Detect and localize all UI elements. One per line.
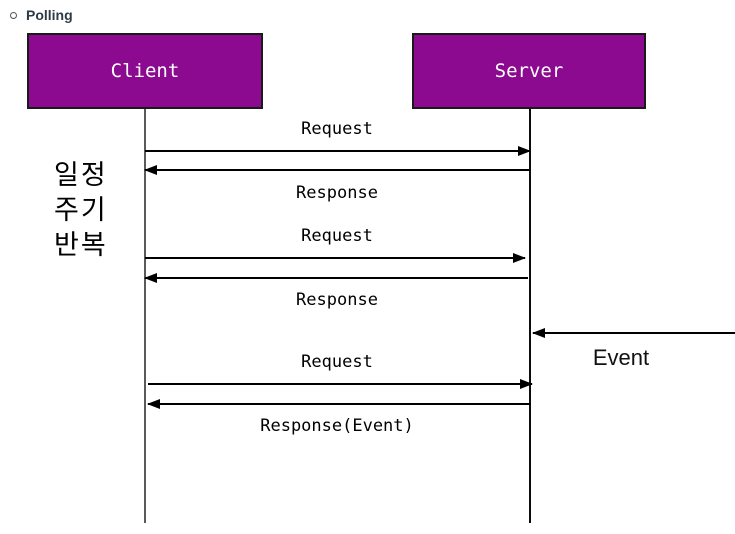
message-label-response-2: Response — [296, 290, 378, 310]
message-label-request-2: Request — [301, 226, 373, 246]
annotation-line-3: 반복 — [54, 230, 108, 260]
response-arrow-2 — [144, 273, 528, 283]
request-arrow-3 — [148, 379, 533, 389]
bullet-circle-icon — [10, 11, 17, 19]
actor-label-server: Server — [494, 60, 564, 82]
client-lifeline — [144, 109, 146, 523]
actor-box-server: Server — [412, 33, 646, 109]
message-label-request-1: Request — [301, 119, 373, 139]
response-arrow-3 — [147, 399, 531, 409]
actor-box-client: Client — [27, 33, 263, 109]
request-arrow-1 — [145, 146, 531, 156]
section-header: Polling — [10, 7, 73, 23]
annotation-line-2: 주기 — [54, 195, 108, 225]
response-arrow-1 — [144, 165, 529, 175]
message-label-response-1: Response — [296, 183, 378, 203]
event-label: Event — [592, 345, 650, 370]
polling-cycle-annotation: 일정 주기 반복 — [54, 158, 108, 263]
actor-label-client: Client — [110, 60, 180, 82]
request-arrow-2 — [145, 253, 526, 263]
message-label-response-event: Response(Event) — [260, 416, 414, 436]
server-lifeline — [529, 109, 531, 523]
event-arrow — [532, 328, 735, 338]
message-label-request-3: Request — [301, 352, 373, 372]
section-title: Polling — [26, 7, 73, 23]
annotation-line-1: 일정 — [54, 160, 108, 190]
